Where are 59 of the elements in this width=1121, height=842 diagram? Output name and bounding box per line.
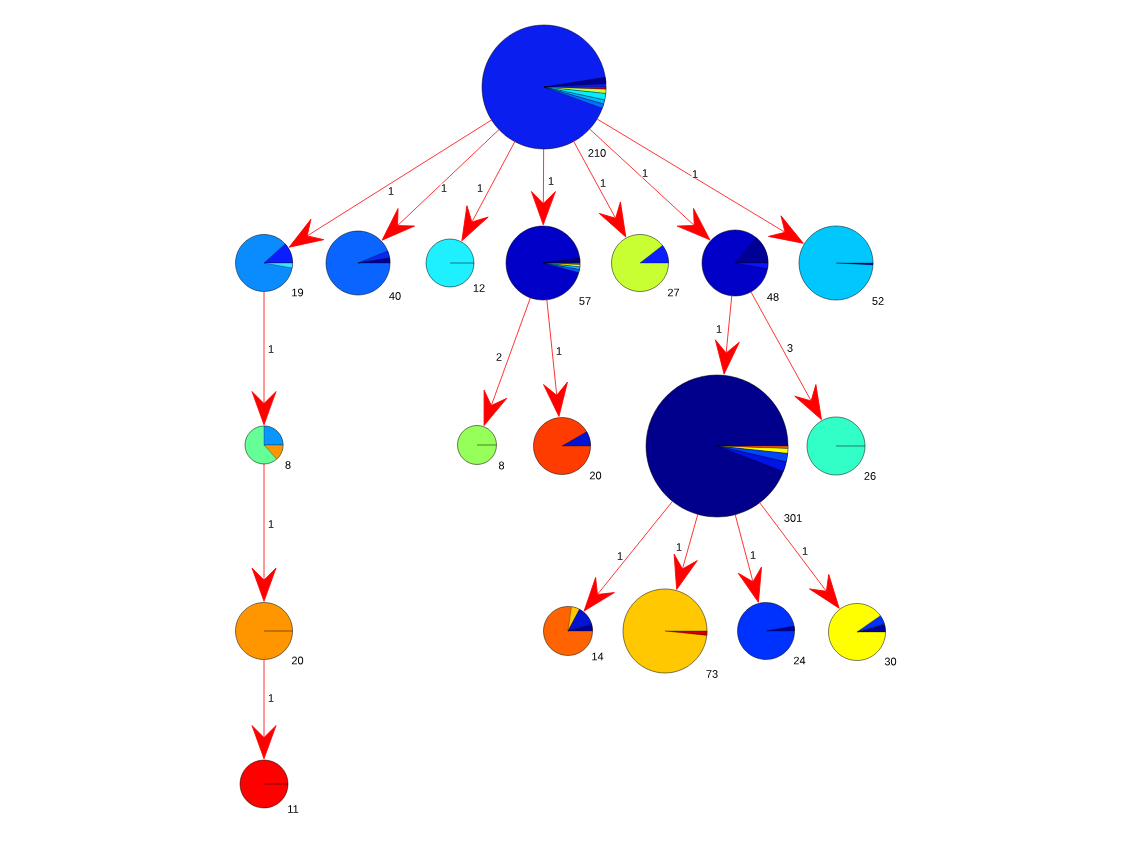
arrow: [251, 659, 277, 760]
count-label: 20: [291, 656, 304, 665]
count-label: 48: [767, 293, 779, 301]
count-label: 30: [884, 657, 897, 666]
count-label: 8: [285, 461, 291, 469]
arrow: [251, 291, 277, 426]
count-label: 14: [592, 652, 604, 661]
count-label: 19: [292, 288, 304, 297]
count-label: 210: [588, 149, 606, 157]
pie-chart: [425, 238, 475, 288]
edge-label: 1: [267, 693, 275, 703]
count-label: 26: [864, 472, 876, 480]
arrow: [251, 463, 277, 602]
arrow: [288, 119, 492, 248]
arrow: [583, 500, 673, 612]
edge-label: 2: [495, 352, 503, 362]
count-label: 40: [389, 292, 401, 300]
arrow: [759, 502, 840, 609]
count-label: 12: [473, 284, 485, 292]
arrow: [596, 118, 804, 244]
arrow: [673, 513, 699, 590]
pie-chart: [457, 425, 497, 465]
arrow: [531, 148, 556, 226]
count-label: 8: [498, 461, 505, 470]
count-label: 52: [872, 297, 884, 305]
edge-label: 1: [801, 546, 809, 556]
edge-label: 1: [440, 183, 448, 193]
edge-label: 3: [786, 343, 794, 353]
count-label: 20: [589, 471, 602, 480]
edge-label: 1: [675, 542, 683, 552]
arrow: [714, 295, 740, 375]
count-label: 27: [667, 288, 680, 297]
arrow: [750, 291, 822, 420]
count-label: 301: [784, 514, 802, 522]
edge-label: 1: [749, 550, 757, 560]
edge-label: 1: [387, 186, 395, 196]
edge-label: 1: [547, 176, 555, 186]
edge-label: 1: [641, 168, 649, 178]
edge-label: 1: [599, 178, 607, 188]
edge-label: 1: [616, 551, 624, 561]
arrow: [589, 128, 711, 241]
arrow: [381, 129, 500, 241]
edge-label: 1: [476, 183, 484, 193]
edge-label: 1: [715, 324, 723, 334]
pie-chart: [806, 416, 866, 476]
edge-label: 1: [555, 346, 563, 356]
count-label: 57: [579, 297, 591, 305]
edge-label: 1: [691, 169, 699, 179]
arrow: [461, 141, 516, 242]
pie-chart: [235, 602, 293, 660]
edge-label: 1: [267, 344, 275, 354]
count-label: 24: [793, 656, 806, 665]
count-label: 11: [288, 805, 299, 813]
arrow: [483, 297, 531, 426]
edge-label: 1: [267, 519, 275, 529]
arrow: [734, 514, 762, 603]
count-label: 73: [706, 670, 718, 678]
arrow: [573, 141, 627, 238]
arrow: [543, 299, 568, 417]
